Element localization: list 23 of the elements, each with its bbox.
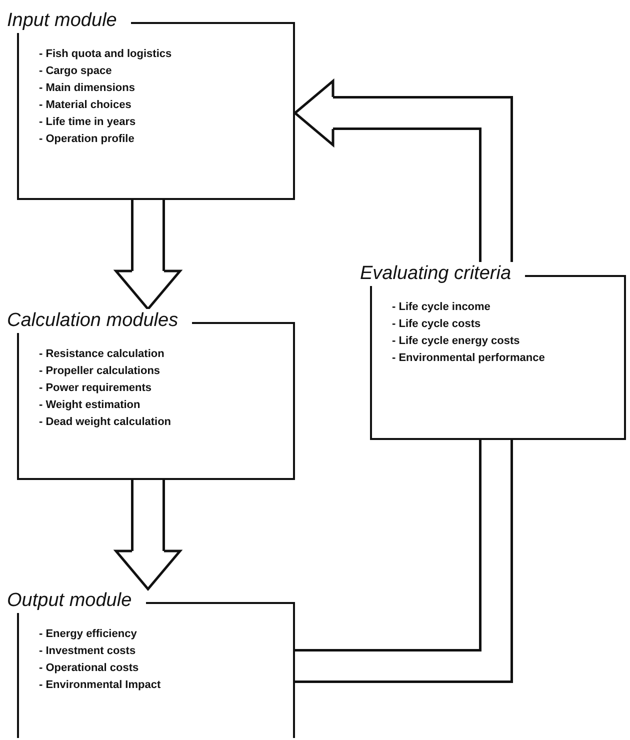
list-item: - Weight estimation xyxy=(39,398,140,413)
list-item: - Operation profile xyxy=(39,132,134,147)
module-heading: Input module xyxy=(7,9,131,33)
list-item: - Operational costs xyxy=(39,661,139,676)
list-item: - Investment costs xyxy=(39,644,136,659)
module-heading: Output module xyxy=(7,589,146,613)
list-item: - Life cycle energy costs xyxy=(392,334,520,349)
list-item: - Life cycle income xyxy=(392,300,490,315)
list-item: - Material choices xyxy=(39,98,132,113)
list-item: - Environmental Impact xyxy=(39,678,161,693)
list-item: - Power requirements xyxy=(39,381,152,396)
list-item: - Dead weight calculation xyxy=(39,415,172,430)
list-item: - Life cycle costs xyxy=(392,317,481,332)
module-heading: Calculation modules xyxy=(7,309,192,333)
module-heading: Evaluating criteria xyxy=(360,262,526,286)
list-item: - Cargo space xyxy=(39,64,112,79)
list-item: - Environmental performance xyxy=(392,351,545,366)
list-item: - Energy efficiency xyxy=(39,627,137,642)
list-item: - Fish quota and logistics xyxy=(39,47,172,62)
list-item: - Resistance calculation xyxy=(39,347,164,362)
list-item: - Propeller calculations xyxy=(39,364,160,379)
list-item: - Life time in years xyxy=(39,115,136,130)
list-item: - Main dimensions xyxy=(39,81,135,96)
